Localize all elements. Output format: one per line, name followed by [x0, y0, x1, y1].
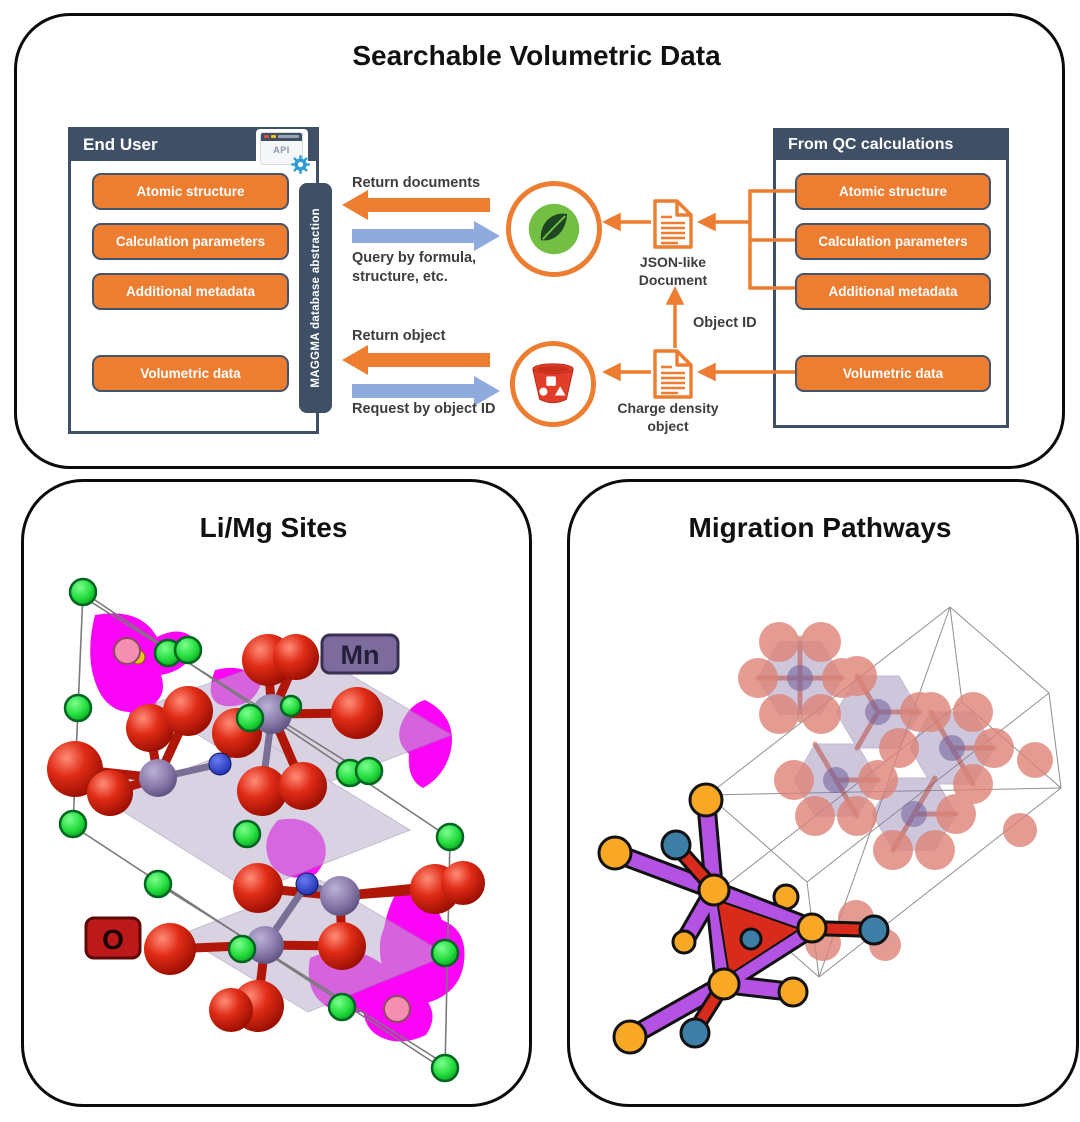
qc-box-header: From QC calculations	[776, 131, 1006, 160]
maggma-label: MAGGMA database abstraction	[309, 208, 322, 388]
li-mg-sites-title: Li/Mg Sites	[199, 512, 348, 543]
end-user-additional-metadata-pill: Additional metadata	[92, 273, 289, 310]
json-document-label: JSON-like Document	[638, 254, 708, 288]
query-label: Query by formula, structure, etc.	[352, 250, 477, 285]
qc-atomic-structure-pill: Atomic structure	[795, 173, 991, 210]
top-panel-title: Searchable Volumetric Data	[352, 40, 721, 71]
li-mg-sites-panel	[21, 479, 532, 1107]
qc-additional-metadata-pill: Additional metadata	[795, 273, 991, 310]
charge-density-label: Charge density object	[617, 400, 719, 434]
migration-pathways-panel	[567, 479, 1079, 1107]
return-documents-label: Return documents	[352, 175, 481, 191]
object-id-label: Object ID	[693, 315, 757, 331]
return-object-label: Return object	[352, 328, 446, 344]
qc-volumetric-data-pill: Volumetric data	[795, 355, 991, 392]
api-window-titlebar	[261, 133, 302, 141]
object-store-bucket-icon	[510, 341, 596, 427]
leaf-icon	[528, 203, 580, 255]
bucket-icon	[532, 363, 574, 404]
api-label: API	[273, 145, 290, 155]
end-user-calculation-parameters-pill: Calculation parameters	[92, 223, 289, 260]
document-store-leaf-icon	[506, 181, 602, 277]
end-user-volumetric-data-pill: Volumetric data	[92, 355, 289, 392]
gear-icon	[291, 155, 310, 174]
maggma-database-abstraction-bar: MAGGMA database abstraction	[299, 183, 332, 413]
api-browser-icon: API	[256, 129, 310, 174]
migration-pathways-title: Migration Pathways	[688, 512, 952, 543]
request-by-object-id-label: Request by object ID	[352, 401, 496, 417]
qc-calculation-parameters-pill: Calculation parameters	[795, 223, 991, 260]
end-user-atomic-structure-pill: Atomic structure	[92, 173, 289, 210]
